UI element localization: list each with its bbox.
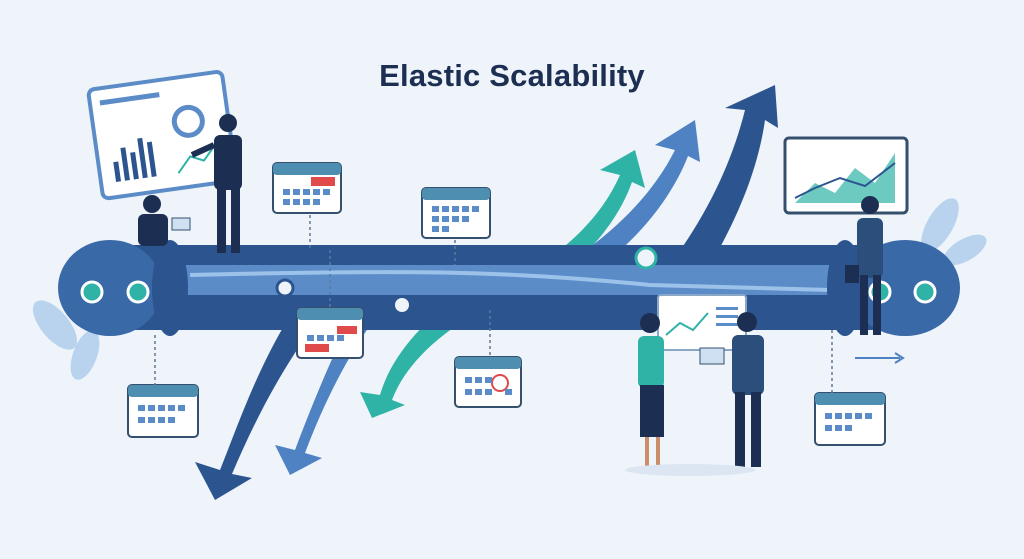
floor-shadow <box>625 464 755 476</box>
calendar-icon <box>296 307 364 359</box>
leaf-decoration-right <box>921 198 987 266</box>
calendar-icon <box>421 187 491 239</box>
illustration-title: Elastic Scalability <box>379 58 645 93</box>
scalability-pipe <box>58 240 960 364</box>
calendar-icon <box>127 384 199 438</box>
person-woman-teal <box>638 313 664 467</box>
dashboard-screen-right <box>783 136 909 215</box>
calendar-icon <box>814 392 886 446</box>
person-right-with-bag <box>845 196 883 335</box>
leaf-decoration-left <box>32 300 100 380</box>
person-man-tablet <box>699 312 764 467</box>
calendar-connectors <box>154 215 833 393</box>
person-seated-laptop <box>138 195 191 246</box>
person-standing-woman <box>190 114 242 253</box>
calendar-icon <box>454 356 522 408</box>
calendar-icon <box>272 162 342 214</box>
